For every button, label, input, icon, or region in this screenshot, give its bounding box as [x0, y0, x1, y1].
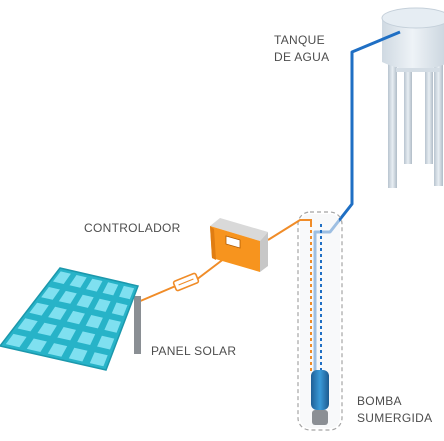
solar-cell: [66, 310, 85, 325]
solar-cell: [89, 352, 108, 367]
solar-cell: [58, 290, 77, 304]
cable-controller-to-well: [267, 219, 312, 241]
solar-cell: [26, 338, 47, 352]
solar-cell: [68, 347, 88, 362]
solar-cell: [119, 285, 135, 300]
controller-box-icon: [210, 218, 268, 272]
solar-cell: [53, 271, 71, 284]
solar-cell: [37, 322, 57, 336]
solar-cell: [97, 335, 115, 350]
tank-label-line-2: DE AGUA: [274, 50, 330, 64]
solar-cell: [41, 287, 60, 300]
solar-cell: [94, 298, 111, 312]
solar-cell: [104, 319, 121, 333]
solar-cell: [85, 315, 103, 329]
pump-label-line-1: BOMBA: [357, 394, 402, 408]
solar-cell: [57, 327, 76, 341]
tank-label-line-1: TANQUE: [274, 33, 325, 47]
tank-body: [382, 18, 444, 70]
tank-lid: [381, 7, 444, 29]
solar-cell: [5, 333, 27, 348]
solar-panel-icon: [0, 267, 141, 371]
pump-label: BOMBA SUMERGIDA: [357, 393, 432, 427]
tank-label: TANQUE DE AGUA: [274, 32, 329, 66]
tank-ring: [396, 68, 440, 72]
solar-cell: [102, 282, 119, 296]
panel-label: PANEL SOLAR: [151, 344, 237, 358]
submersible-pump-icon: [311, 370, 329, 425]
water-tank-icon: [381, 7, 444, 188]
pump-label-line-2: SUMERGIDA: [357, 411, 433, 425]
solar-cell: [29, 302, 49, 316]
solar-cell: [111, 302, 128, 316]
well-casing: [297, 211, 343, 431]
solar-cell: [47, 343, 68, 357]
solar-cell: [69, 275, 87, 288]
solar-cell: [86, 278, 103, 292]
tank-legs: [388, 52, 443, 188]
cable-panel-to-fuse: [137, 284, 179, 303]
fuse-icon: [172, 272, 200, 292]
panel-post: [134, 296, 141, 354]
solar-cell: [48, 306, 67, 320]
solar-cell: [17, 318, 38, 332]
cable-fuse-to-controller: [195, 257, 226, 281]
solar-cell: [76, 294, 94, 308]
controller-label: CONTROLADOR: [84, 221, 181, 235]
solar-cell: [77, 331, 96, 345]
panel-cells: [5, 271, 135, 367]
